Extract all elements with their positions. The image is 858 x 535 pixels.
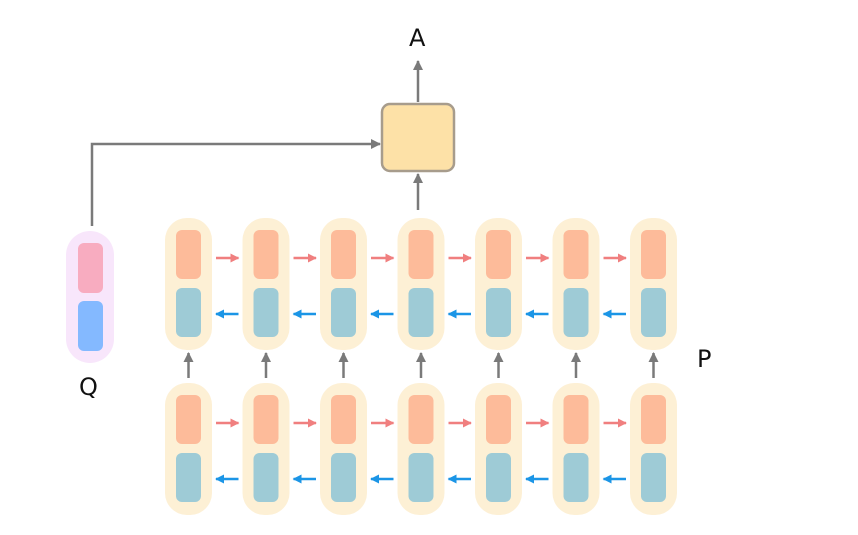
lower-backward-state [486, 453, 511, 502]
upper-forward-state [563, 230, 589, 279]
lower-forward-state [176, 395, 201, 444]
lower-forward-state [253, 395, 279, 444]
lower-forward-state [486, 395, 511, 444]
upper-forward-state [253, 230, 279, 279]
upper-forward-state [331, 230, 356, 279]
upper-backward-state [486, 288, 511, 337]
passage-label: P [697, 345, 712, 373]
lower-forward-state [331, 395, 356, 444]
lower-backward-state [331, 453, 356, 502]
upper-forward-state [486, 230, 511, 279]
upper-forward-state [641, 230, 666, 279]
lower-backward-state [408, 453, 434, 502]
upper-forward-state [408, 230, 434, 279]
question-forward-state [78, 243, 103, 293]
question-label: Q [79, 373, 98, 401]
lower-forward-state [408, 395, 434, 444]
upper-backward-state [331, 288, 356, 337]
output-box [380, 102, 456, 173]
lower-backward-state [641, 453, 666, 502]
upper-forward-state [176, 230, 201, 279]
lower-forward-state [641, 395, 666, 444]
question-encoder [66, 231, 114, 363]
lower-backward-state [563, 453, 589, 502]
lower-forward-state [563, 395, 589, 444]
upper-backward-state [641, 288, 666, 337]
upper-backward-state [253, 288, 279, 337]
upper-backward-state [563, 288, 589, 337]
upper-backward-state [176, 288, 201, 337]
upper-backward-state [408, 288, 434, 337]
lower-backward-state [176, 453, 201, 502]
question-backward-state [78, 301, 103, 351]
question-to-output-connector [90, 139, 381, 226]
answer-label: A [409, 24, 426, 52]
lower-backward-state [253, 453, 279, 502]
